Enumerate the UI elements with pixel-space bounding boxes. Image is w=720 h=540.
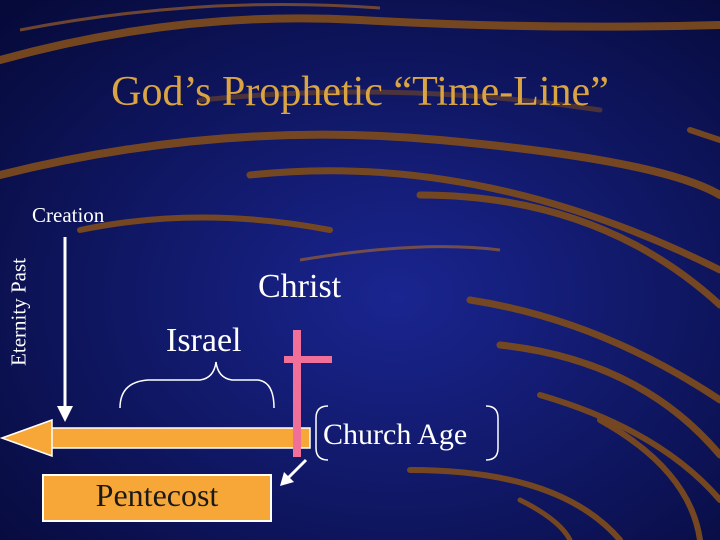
church-age-right-bracket bbox=[485, 405, 499, 461]
israel-label: Israel bbox=[166, 322, 242, 359]
church-age-left-bracket bbox=[315, 405, 329, 461]
creation-arrow bbox=[57, 237, 73, 422]
eternity-past-label: Eternity Past bbox=[6, 258, 31, 366]
church-age-label: Church Age bbox=[323, 418, 468, 451]
cross-icon bbox=[284, 330, 332, 457]
israel-brace bbox=[119, 361, 275, 409]
decorative-arcs bbox=[0, 14, 720, 540]
pentecost-label: Pentecost bbox=[95, 477, 219, 513]
pentecost-pointer-arrow bbox=[280, 458, 308, 486]
timeline-arrow bbox=[0, 418, 311, 458]
slide-title: God’s Prophetic “Time-Line” bbox=[111, 69, 609, 115]
decorative-highlights bbox=[19, 3, 501, 262]
christ-label: Christ bbox=[258, 268, 342, 305]
pentecost-box bbox=[42, 474, 272, 522]
creation-label: Creation bbox=[32, 203, 105, 227]
